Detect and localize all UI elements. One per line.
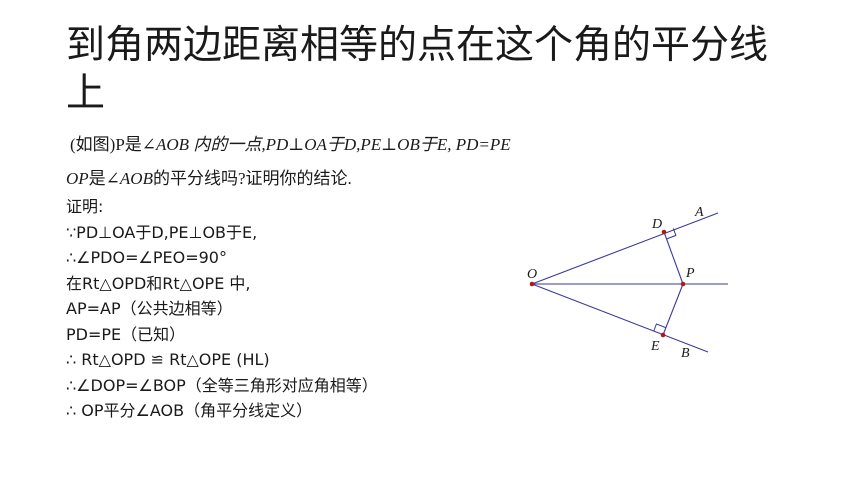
proof-block: 证明: ∵PD⊥OA于D,PE⊥OB于E, ∴∠PDO=∠PEO=90° 在Rt… — [66, 194, 378, 424]
statement-segment: ∠AOB 内的一点,PD⊥OA于D,PE⊥OB于E, PD=PE — [141, 135, 511, 154]
point-e — [660, 332, 666, 338]
label-a: A — [694, 205, 704, 220]
proof-line: ∴∠DOP=∠BOP（全等三角形对应角相等） — [66, 375, 378, 395]
point-o — [529, 281, 535, 287]
right-angle-mark-d — [666, 228, 677, 240]
segment-pd — [663, 231, 684, 285]
label-p: P — [685, 266, 695, 281]
proof-line: ∴ OP平分∠AOB（角平分线定义） — [66, 401, 313, 420]
label-b: B — [681, 346, 690, 361]
statement-segment: 的平分线吗?证明你的结论. — [152, 169, 352, 188]
proof-line: 在Rt△OPD和Rt△OPE 中, — [66, 273, 251, 293]
statement-segment: 是 — [88, 169, 106, 188]
right-angle-mark-e — [653, 323, 666, 332]
point-d — [661, 229, 667, 235]
proof-line: AP=AP（公共边相等） — [66, 299, 233, 318]
statement-segment: OP — [66, 169, 89, 188]
statement-segment: ∠AOB — [105, 169, 153, 188]
segment-pe — [662, 283, 684, 336]
proof-line: ∴∠PDO=∠PEO=90° — [66, 248, 227, 267]
slide-title: 到角两边距离相等的点在这个角的平分线上 — [66, 23, 769, 116]
ray-ob — [531, 283, 709, 353]
label-d: D — [651, 217, 662, 232]
point-p — [680, 281, 686, 287]
ray-oa — [531, 212, 719, 285]
proof-line: PD=PE（已知） — [66, 324, 186, 344]
problem-statement-line-1: (如图)P是∠AOB 内的一点,PD⊥OA于D,PE⊥OB于E, PD=PE — [70, 134, 511, 156]
problem-statement-line-2: OP是∠AOB的平分线吗?证明你的结论. — [66, 168, 352, 190]
proof-line: 证明: — [66, 197, 104, 216]
proof-line: ∵PD⊥OA于D,PE⊥OB于E, — [66, 222, 258, 242]
proof-line: ∴ Rt△OPD ≌ Rt△OPE (HL) — [66, 350, 270, 369]
label-o: O — [527, 267, 537, 282]
statement-segment: (如图)P是 — [70, 135, 142, 154]
label-e: E — [650, 339, 660, 354]
